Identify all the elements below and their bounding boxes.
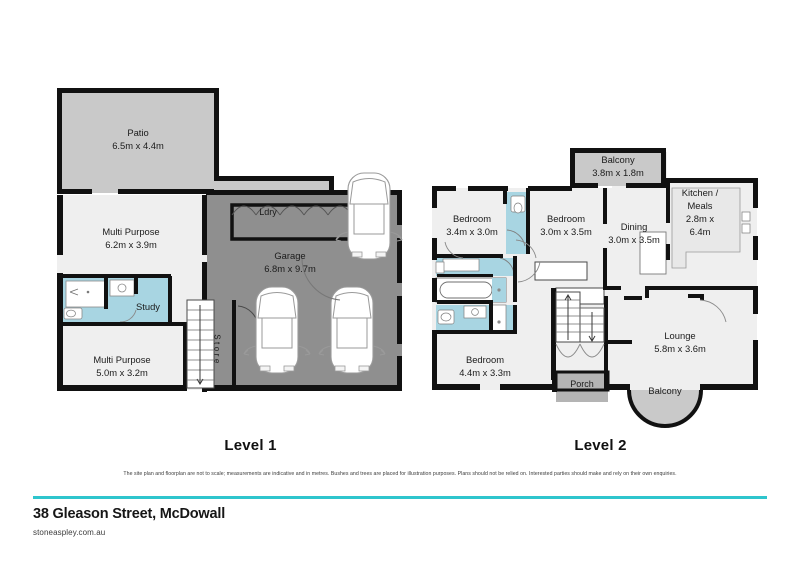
kitchen-dims: 2.8m x xyxy=(686,213,714,224)
level-2-walls xyxy=(432,148,758,392)
lounge-dims: 5.8m x 3.6m xyxy=(654,343,706,354)
level-2-caption: Level 2 xyxy=(574,437,627,454)
balcony-bottom-outline xyxy=(627,389,703,428)
bedroom-3-dims: 4.4m x 3.3m xyxy=(459,367,511,378)
shower-tray xyxy=(65,280,107,308)
garage-label: Garage xyxy=(274,250,305,261)
level-1-plan: Patio 6.5m x 4.4m Multi Purpose 6.2m x 3… xyxy=(57,88,403,392)
bedroom-1-label: Bedroom xyxy=(453,213,491,224)
bedroom-2-dims: 3.0m x 3.5m xyxy=(540,226,592,237)
bathroom-door-swing xyxy=(119,309,137,323)
dining-label: Dining xyxy=(621,221,648,232)
basin-icon xyxy=(117,283,127,293)
lower-toilet-bowl xyxy=(440,312,452,322)
balcony-top-floor xyxy=(572,150,664,186)
accent-divider xyxy=(33,496,767,499)
wardrobe-bed2 xyxy=(534,261,588,281)
multi-purpose-1-label: Multi Purpose xyxy=(102,226,159,237)
level-2-plan: Bedroom 3.4m x 3.0m Bedroom 3.0m x 3.5m … xyxy=(432,148,758,428)
wc-bowl-icon xyxy=(513,202,523,214)
laundry-label: Ldry xyxy=(259,207,277,217)
garage-door-swing xyxy=(301,257,341,301)
multi-purpose-1-dims: 6.2m x 3.9m xyxy=(105,239,157,250)
patio-floor xyxy=(57,88,333,193)
porch-floor xyxy=(556,372,608,402)
patio-dims: 6.5m x 4.4m xyxy=(112,140,164,151)
garage-dims: 6.8m x 9.7m xyxy=(264,263,316,274)
multi-purpose-2-label: Multi Purpose xyxy=(93,354,150,365)
bedroom-1-dims: 3.4m x 3.0m xyxy=(446,226,498,237)
shower-drain-icon xyxy=(86,290,90,294)
multi-purpose-2-dims: 5.0m x 3.2m xyxy=(96,367,148,378)
level-1-room-labels: Patio 6.5m x 4.4m Multi Purpose 6.2m x 3… xyxy=(93,127,316,378)
level-2-door-swings xyxy=(444,239,727,323)
cooktop-icon xyxy=(741,211,751,222)
shower-head-icon xyxy=(69,288,79,296)
kitchen-label: Kitchen / xyxy=(682,187,719,198)
level-1-stairs xyxy=(186,299,215,389)
level-2-room-labels: Bedroom 3.4m x 3.0m Bedroom 3.0m x 3.5m … xyxy=(446,154,718,396)
bedroom-3-label: Bedroom xyxy=(466,354,504,365)
shower-drain-2-icon xyxy=(497,320,501,324)
balcony-bottom-floor xyxy=(629,390,701,426)
store-label: Store xyxy=(213,334,222,366)
bedroom-2-label: Bedroom xyxy=(547,213,585,224)
level-2-stairs xyxy=(555,291,605,358)
bath-basin-icon xyxy=(435,261,445,274)
level-1-floors xyxy=(57,88,402,390)
lounge-label: Lounge xyxy=(664,330,695,341)
bath-counter xyxy=(442,258,480,272)
balcony-top-label: Balcony xyxy=(601,154,635,165)
level-1-walls xyxy=(57,88,402,392)
toilet-bowl-icon xyxy=(66,309,76,318)
level-2-wet-areas xyxy=(435,192,530,332)
kitchen-island xyxy=(639,231,667,275)
multi-purpose-2-floor xyxy=(57,330,187,390)
bathtub-icon xyxy=(439,281,493,299)
dining-dims: 3.0m x 3.5m xyxy=(608,234,660,245)
porch-outline xyxy=(554,370,610,392)
wc-door-swing xyxy=(506,229,526,247)
patio-label: Patio xyxy=(127,127,148,138)
lower-basin-icon xyxy=(471,308,479,316)
kitchen-label-2: Meals xyxy=(687,200,712,211)
oven-icon xyxy=(741,223,751,234)
kitchen-bench xyxy=(671,187,741,269)
agency-website: stoneaspley.com.au xyxy=(33,528,106,537)
balcony-top-dims: 3.8m x 1.8m xyxy=(592,167,644,178)
disclaimer-text: The site plan and floorplan are not to s… xyxy=(123,471,677,477)
porch-label: Porch xyxy=(570,379,594,389)
multi-purpose-1-floor xyxy=(57,195,207,280)
kitchen-dims-2: 6.4m xyxy=(690,226,711,237)
shower-cubicle xyxy=(491,304,507,332)
property-address: 38 Gleason Street, McDowall xyxy=(33,506,226,522)
balcony-bottom-label: Balcony xyxy=(648,385,682,396)
level-1-caption: Level 1 xyxy=(224,437,277,454)
bath-tap-icon xyxy=(497,288,501,292)
study-label: Study xyxy=(136,301,160,312)
